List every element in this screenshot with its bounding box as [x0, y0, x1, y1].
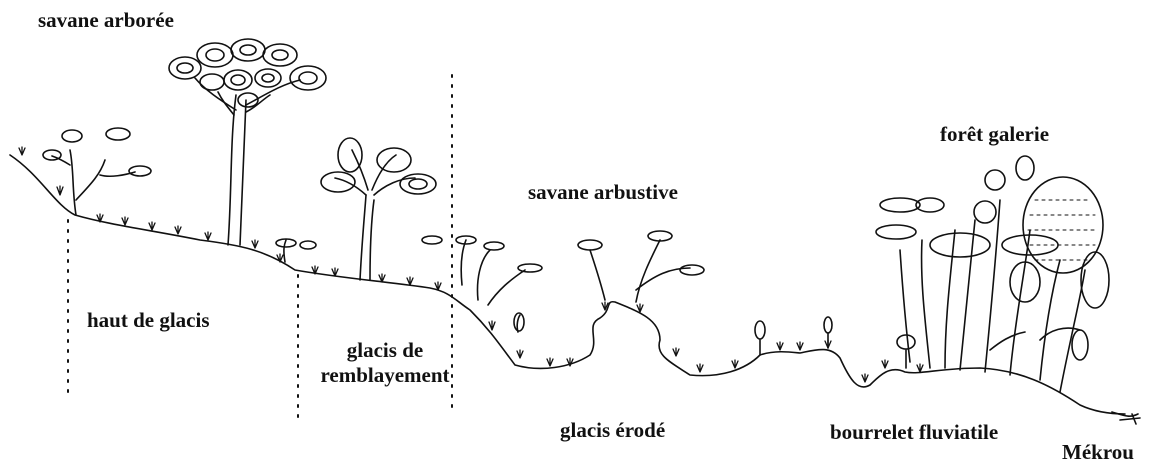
- label-bourrelet-fluviatile: bourrelet fluviatile: [830, 420, 998, 445]
- label-mekrou: Mékrou: [1062, 440, 1134, 465]
- label-foret-galerie: forêt galerie: [940, 122, 1049, 147]
- label-glacis-erode: glacis érodé: [560, 418, 665, 443]
- label-savane-arbustive: savane arbustive: [528, 180, 678, 205]
- gallery-forest-texture: [1028, 200, 1098, 260]
- label-glacis-de-remblayement: glacis de remblayement: [305, 338, 465, 388]
- shrubs-savane-arbustive: [422, 231, 832, 355]
- grass-tufts: [19, 147, 923, 382]
- river-mekrou: [1112, 412, 1140, 424]
- tall-savanna-tree: [169, 39, 326, 245]
- mid-tree: [276, 138, 436, 280]
- label-savane-arboree: savane arborée: [38, 8, 174, 33]
- label-haut-de-glacis: haut de glacis: [87, 308, 210, 333]
- gallery-forest: [876, 156, 1109, 392]
- label-remblayement: remblayement: [305, 363, 465, 388]
- label-glacis-de: glacis de: [305, 338, 465, 363]
